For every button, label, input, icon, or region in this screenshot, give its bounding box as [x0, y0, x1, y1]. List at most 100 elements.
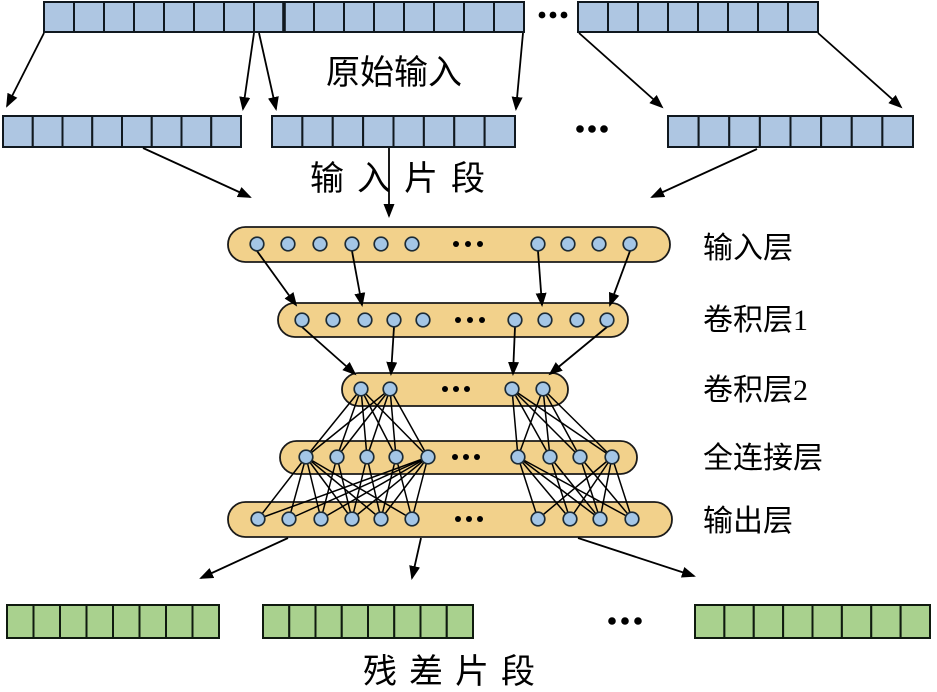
flow-arrow — [199, 537, 289, 579]
segment-cell — [433, 1, 465, 33]
segment-cell — [820, 115, 853, 148]
connection-line — [389, 388, 397, 458]
connection-line — [380, 456, 429, 520]
segment-cell — [577, 1, 609, 33]
ellipsis-dot — [467, 317, 473, 323]
input-window-bar-3 — [667, 115, 914, 148]
neuron-node — [510, 449, 526, 465]
segment-cell — [91, 115, 123, 148]
neuron-node — [420, 449, 436, 465]
input-window-bar-2 — [271, 115, 516, 148]
fc-layer-nodes — [298, 449, 620, 465]
ellipsis-dot — [466, 516, 472, 522]
neuron-node — [542, 449, 558, 465]
input-window-bar-1 — [2, 115, 242, 148]
segment-cell — [362, 115, 395, 148]
segment-cell — [697, 1, 729, 33]
ellipsis-dots — [442, 11, 642, 625]
label-conv-layer-2: 卷积层2 — [703, 374, 808, 407]
segment-cell — [340, 604, 369, 639]
flow-arrow — [511, 32, 524, 111]
segment-cell — [73, 1, 105, 33]
segment-cell — [103, 1, 135, 33]
segment-cell — [607, 1, 639, 33]
neuron-node — [530, 236, 546, 252]
flow-arrow — [386, 326, 398, 376]
connection-line — [517, 456, 601, 520]
segment-cell — [253, 1, 285, 33]
connection-line — [257, 456, 429, 520]
neuron-node — [249, 236, 265, 252]
neuron-nodes — [249, 236, 640, 527]
segment-cell — [262, 604, 291, 639]
segment-cell — [61, 115, 94, 148]
ellipsis-dot — [477, 241, 483, 247]
segment-cell — [840, 604, 873, 639]
connection-line — [360, 388, 429, 458]
label-fc-layer: 全连接层 — [703, 442, 823, 475]
ellipsis-dot — [560, 11, 568, 19]
flow-arrow — [817, 32, 903, 109]
segment-cell — [32, 604, 61, 639]
segment-cell — [870, 604, 902, 639]
ellipsis-dot — [600, 125, 608, 133]
connection-line — [305, 456, 322, 520]
connection-line — [305, 388, 391, 458]
flow-arrow — [301, 326, 357, 376]
flow-arrow — [535, 250, 547, 307]
residual-bar-1 — [6, 604, 220, 639]
raw-input-ellipsis — [538, 11, 568, 19]
connection-line — [542, 388, 551, 458]
neuron-node — [373, 511, 389, 527]
segment-cell — [403, 1, 435, 33]
input-layer-bar — [227, 226, 671, 263]
segment-cell — [165, 604, 194, 639]
flow-arrow — [256, 250, 298, 307]
output-layer-bar — [227, 501, 673, 538]
flow-arrow — [239, 32, 255, 111]
segment-cell — [637, 1, 669, 33]
segment-cell — [301, 115, 334, 148]
neuron-node — [604, 449, 620, 465]
segment-cell — [343, 1, 375, 33]
neuron-node — [388, 449, 404, 465]
connection-line — [599, 456, 613, 520]
segment-cell — [419, 604, 448, 639]
label-input-segment: 输入片段 — [310, 160, 498, 198]
segment-cell — [787, 1, 819, 33]
residual-bar-2 — [262, 604, 474, 639]
dense-connection-lines — [257, 388, 633, 520]
neuron-node — [404, 236, 420, 252]
ellipsis-dot — [453, 386, 459, 392]
segment-cell — [899, 604, 931, 639]
connection-line — [380, 456, 397, 520]
segment-cell — [445, 604, 474, 639]
neuron-node — [572, 449, 588, 465]
conv-layer-2-nodes — [353, 381, 551, 397]
flow-arrow — [548, 326, 608, 376]
segment-cell — [180, 115, 213, 148]
neuron-node — [359, 449, 375, 465]
segment-cell — [6, 604, 35, 639]
segment-cell — [85, 604, 114, 639]
connection-line — [579, 456, 601, 520]
ellipsis-dot — [474, 454, 480, 460]
segment-cell — [694, 604, 726, 639]
neuron-node — [382, 381, 398, 397]
segment-cell — [138, 604, 167, 639]
ellipsis-dot — [479, 317, 485, 323]
neuron-node — [373, 236, 389, 252]
neuron-node — [415, 312, 431, 328]
segment-cell — [313, 1, 345, 33]
segment-cell — [121, 115, 153, 148]
ellipsis-dot — [576, 125, 584, 133]
segment-cell — [163, 1, 195, 33]
segment-cell — [789, 115, 823, 148]
flow-arrow — [508, 326, 520, 376]
neuron-node — [329, 449, 345, 465]
segment-cell — [811, 604, 843, 639]
connection-line — [336, 388, 391, 458]
window-ellipsis — [576, 125, 608, 133]
